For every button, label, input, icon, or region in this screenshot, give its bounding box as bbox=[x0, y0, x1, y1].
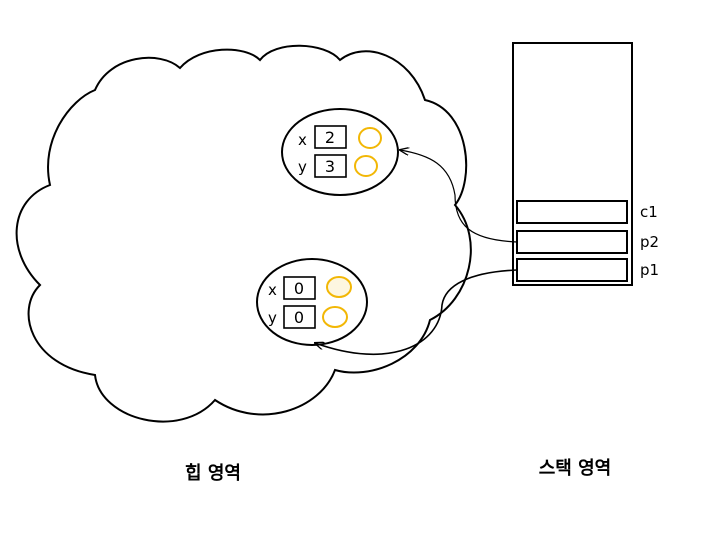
object-2-field-x-label: x bbox=[268, 281, 277, 299]
object-1-field-x-value: 2 bbox=[325, 128, 335, 147]
object-2-ellipse bbox=[256, 258, 368, 346]
heap-object-2: x 0 y 0 bbox=[256, 258, 368, 346]
object-1-field-y-label: y bbox=[298, 158, 307, 176]
heap-cloud bbox=[15, 44, 472, 423]
heap-area-label: 힙 영역 bbox=[185, 463, 241, 484]
object-2-y-ring-icon bbox=[322, 306, 348, 328]
stack-slot-c1 bbox=[516, 200, 628, 224]
stack-slot-p1 bbox=[516, 258, 628, 282]
object-2-x-ring-icon bbox=[326, 276, 352, 298]
stack-slot-p2 bbox=[516, 230, 628, 254]
object-2-field-y-value: 0 bbox=[294, 308, 304, 327]
object-1-y-ring-icon bbox=[354, 155, 378, 177]
object-1-field-x-label: x bbox=[298, 131, 307, 149]
object-1-field-y-box bbox=[314, 154, 347, 178]
object-1-field-x-box bbox=[314, 125, 347, 149]
stack-frame: c1 p2 p1 bbox=[512, 42, 659, 286]
stack-var-p1-label: p1 bbox=[640, 261, 659, 279]
heap-object-1: x 2 y 3 bbox=[281, 108, 399, 196]
object-1-field-y-value: 3 bbox=[325, 157, 335, 176]
object-2-field-x-value: 0 bbox=[294, 279, 304, 298]
stack-area-label: 스택 영역 bbox=[539, 458, 612, 479]
stack-var-c1-label: c1 bbox=[640, 203, 658, 221]
object-2-field-y-label: y bbox=[268, 309, 277, 327]
object-2-field-y-box bbox=[283, 305, 316, 329]
object-2-field-x-box bbox=[283, 276, 316, 300]
object-1-ellipse bbox=[281, 108, 399, 196]
p2-reference-arrow bbox=[400, 150, 518, 243]
p1-reference-arrow bbox=[315, 269, 518, 356]
stack-var-p2-label: p2 bbox=[640, 233, 659, 251]
object-1-x-ring-icon bbox=[358, 127, 382, 149]
